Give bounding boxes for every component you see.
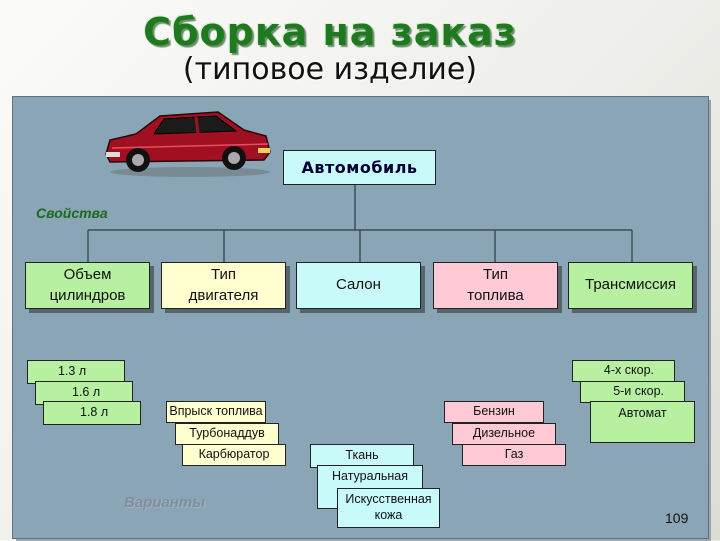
option-engine-injection: Впрыск топлива <box>166 401 266 423</box>
option-volume-1-3: 1.3 л <box>27 360 125 384</box>
option-fuel-diesel: Дизельное <box>452 423 556 445</box>
properties-label: Свойства <box>36 205 108 221</box>
red-sedan-car-icon <box>105 111 271 177</box>
option-engine-carburetor: Карбюратор <box>182 444 286 466</box>
property-line: Салон <box>336 276 381 294</box>
property-interior: Салон <box>296 262 421 309</box>
option-transmission-5: 5-и скор. <box>580 381 685 403</box>
property-line: Тип <box>482 266 508 284</box>
option-transmission-4: 4-х скор. <box>572 360 675 382</box>
root-node-automobile: Автомобиль <box>283 150 436 185</box>
property-engine-type: Тип двигателя <box>161 262 286 309</box>
page-number: 109 <box>665 510 689 526</box>
option-engine-turbo: Турбонаддув <box>175 423 279 445</box>
slide-subtitle: (типовое изделие) <box>182 52 478 87</box>
property-line: топлива <box>467 286 524 304</box>
option-transmission-auto: Автомат <box>590 401 695 443</box>
property-line: Тип <box>210 266 236 284</box>
option-fuel-petrol: Бензин <box>444 401 544 423</box>
option-line: Натуральная <box>331 469 408 483</box>
option-interior-artificial-leather: Искусственная кожа <box>337 488 440 528</box>
property-cylinder-volume: Объем цилиндров <box>25 262 150 309</box>
property-transmission: Трансмиссия <box>568 262 693 309</box>
option-fuel-gas: Газ <box>462 444 566 466</box>
property-line: цилиндров <box>49 286 126 304</box>
option-volume-1-8: 1.8 л <box>43 401 141 425</box>
option-line: Искусственная <box>345 492 432 507</box>
property-line: двигателя <box>188 286 259 304</box>
property-line: Объем <box>63 266 112 284</box>
property-line: Трансмиссия <box>585 276 676 294</box>
option-line: кожа <box>374 508 403 522</box>
property-fuel-type: Тип топлива <box>433 262 558 309</box>
slide-title: Сборка на заказ <box>143 10 517 54</box>
variants-label: Варианты <box>124 494 206 511</box>
